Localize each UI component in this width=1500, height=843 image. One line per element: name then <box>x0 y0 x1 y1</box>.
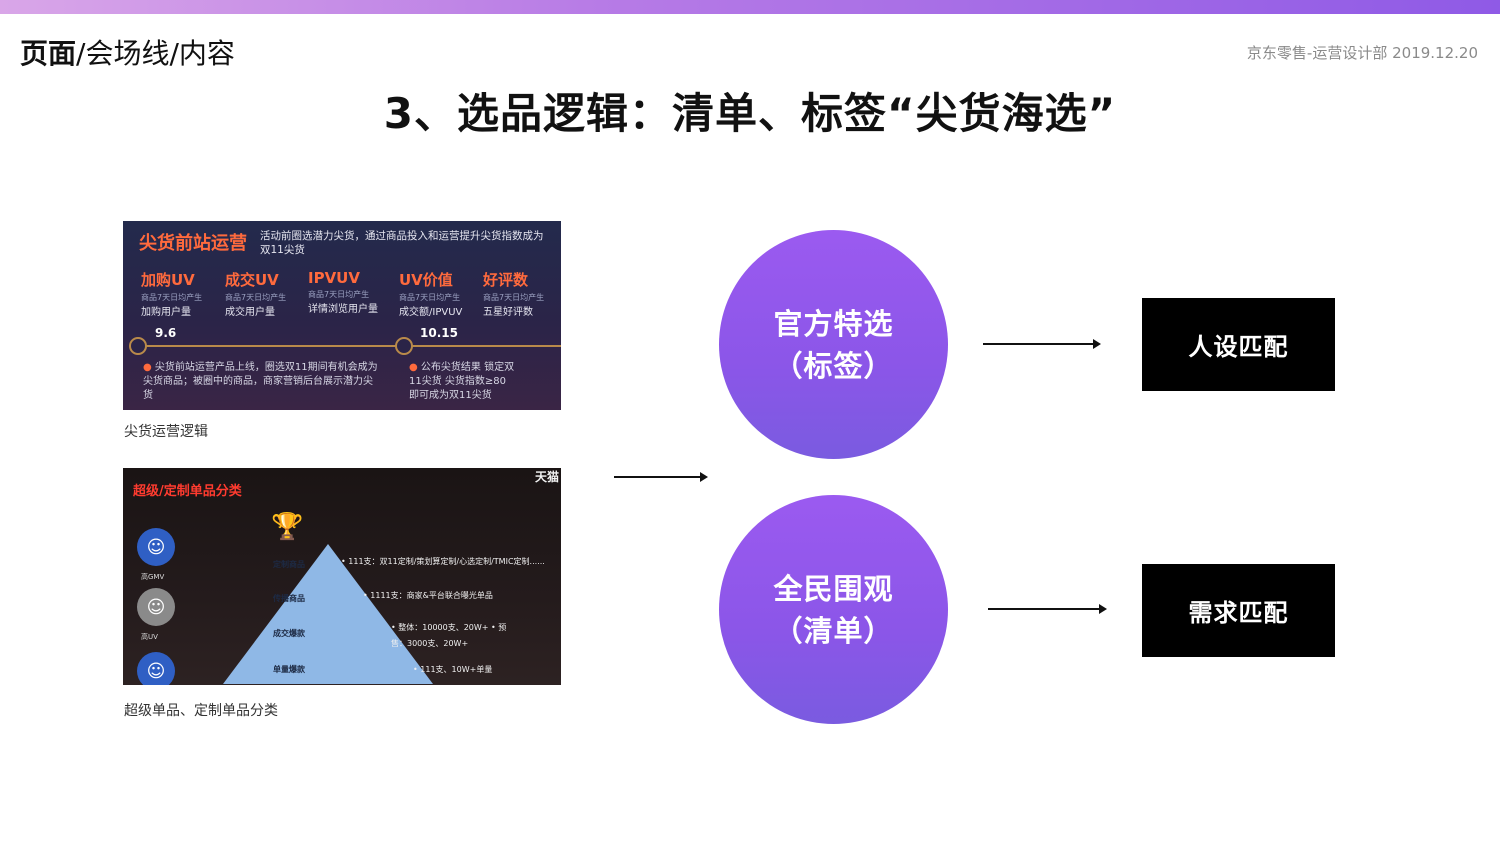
product-tier-screenshot: 超级/定制单品分类 天猫 ☺ 高GMV ☺ 高UV ☺ 🏆 定制商品 传播商品 … <box>123 468 561 685</box>
flow-arrow <box>983 339 1101 349</box>
metric-desc: 成交用户量 <box>225 307 275 318</box>
metric-desc: 详情浏览用户量 <box>308 304 378 315</box>
flow-arrow <box>614 472 708 482</box>
hot-goods-screenshot: 尖货前站运营 活动前圈选潜力尖货，通过商品投入和运营提升尖货指数成为双11尖货 … <box>123 221 561 410</box>
uv-icon: ☺ <box>137 588 175 626</box>
timeline-line <box>135 345 561 347</box>
gmv-icon: ☺ <box>137 528 175 566</box>
image-caption: 超级单品、定制单品分类 <box>124 703 278 719</box>
metric-item: IPVUV 商品7天日均产生 详情浏览用户量 <box>308 269 392 315</box>
flow-arrow <box>988 604 1107 614</box>
brand-label: 天猫 <box>534 470 559 484</box>
page-title: 3、选品逻辑：清单、标签“尖货海选” <box>383 89 1117 138</box>
metric-title: 加购UV <box>141 271 195 289</box>
circle-title: 官方特选 <box>773 306 894 341</box>
metric-item: 加购UV 商品7天日均产生 加购用户量 <box>141 269 225 318</box>
pyramid-text: • 111支：双11定制/策划算定制/心选定制/TMIC定制...... <box>341 557 545 566</box>
pyramid-level: 单量爆款 <box>273 665 305 674</box>
metric-title: 成交UV <box>225 271 279 289</box>
side-label: 高GMV <box>141 573 165 581</box>
screenshot-heading: 尖货前站运营 <box>139 233 247 254</box>
metric-title: UV价值 <box>399 271 453 289</box>
breadcrumb-rest: /会场线/内容 <box>76 37 235 70</box>
trophy-icon: 🏆 <box>271 512 304 542</box>
timeline-note: ● 尖货前站运营产品上线，圈选双11期间有机会成为尖货商品；被圈中的商品，商家营… <box>143 362 378 401</box>
pyramid-text: • 111支、10W+单量 <box>413 665 493 674</box>
metric-title: IPVUV <box>308 269 360 287</box>
timeline-note: ● 公布尖货结果 锁定双11尖货 尖货指数≥80 即可成为双11尖货 <box>409 362 515 401</box>
metric-title: 好评数 <box>483 271 529 289</box>
pyramid-shape <box>223 544 433 684</box>
circle-title: 全民围观 <box>773 571 894 606</box>
order-icon: ☺ <box>137 652 175 685</box>
screenshot-heading: 超级/定制单品分类 <box>133 484 242 499</box>
metric-desc: 加购用户量 <box>141 307 191 318</box>
metric-sub: 商品7天日均产生 <box>225 293 287 302</box>
demand-match-box: 需求匹配 <box>1142 564 1335 657</box>
pyramid-text: • 整体：10000支、20W+ • 预售：3000支、20W+ <box>391 623 507 648</box>
metric-item: UV价值 商品7天日均产生 成交额/IPVUV <box>399 269 483 318</box>
persona-match-box: 人设匹配 <box>1142 298 1335 391</box>
metric-item: 好评数 商品7天日均产生 五星好评数 <box>483 269 561 318</box>
org-date: 京东零售-运营设计部 2019.12.20 <box>1246 44 1478 62</box>
timeline-date: 9.6 <box>155 326 177 340</box>
top-gradient-bar <box>0 0 1500 14</box>
timeline-dot <box>129 337 147 355</box>
pyramid-level: 定制商品 <box>273 560 305 569</box>
side-label: 高UV <box>141 633 158 641</box>
screenshot-description: 活动前圈选潜力尖货，通过商品投入和运营提升尖货指数成为双11尖货 <box>260 230 544 256</box>
pyramid-level: 成交爆款 <box>273 629 305 638</box>
image-caption: 尖货运营逻辑 <box>124 424 208 440</box>
breadcrumb-main: 页面 <box>20 37 77 70</box>
metric-item: 成交UV 商品7天日均产生 成交用户量 <box>225 269 309 318</box>
circle-subtitle: （清单） <box>773 613 894 648</box>
public-watch-circle: 全民围观 （清单） <box>719 495 948 724</box>
pyramid-text: • 1111支：商家&平台联合曝光单品 <box>363 591 493 600</box>
metric-desc: 五星好评数 <box>483 307 533 318</box>
circle-subtitle: （标签） <box>773 348 894 383</box>
official-pick-circle: 官方特选 （标签） <box>719 230 948 459</box>
metric-sub: 商品7天日均产生 <box>141 293 203 302</box>
timeline-date: 10.15 <box>420 326 458 340</box>
breadcrumb: 页面/会场线/内容 <box>20 32 235 72</box>
metric-sub: 商品7天日均产生 <box>483 293 545 302</box>
metric-sub: 商品7天日均产生 <box>399 293 461 302</box>
metric-sub: 商品7天日均产生 <box>308 290 370 299</box>
timeline-dot <box>395 337 413 355</box>
metric-desc: 成交额/IPVUV <box>399 307 463 318</box>
pyramid-level: 传播商品 <box>273 594 305 603</box>
